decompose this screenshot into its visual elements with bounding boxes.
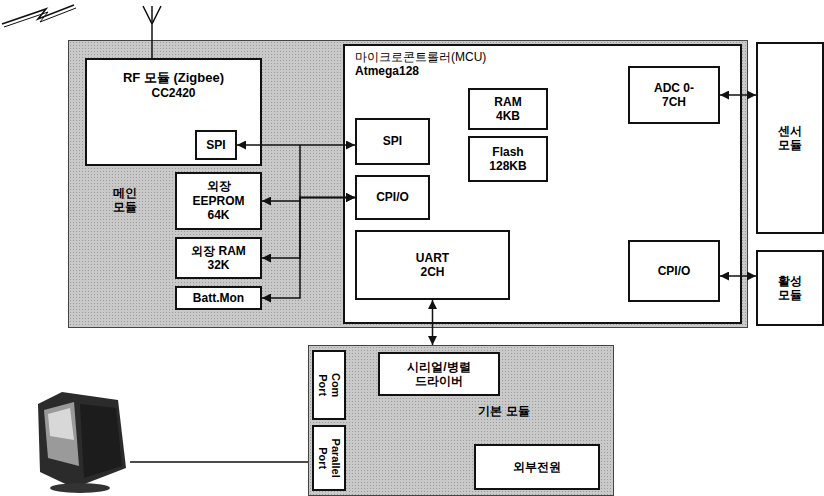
box-label: 활성 모듈 (774, 274, 805, 303)
port-box: CPI/O (628, 240, 720, 302)
box-label: 시리얼/병렬 드라이버 (401, 360, 477, 389)
mcu-box: 마이크로콘트롤러(MCU)Atmega128SPI RAM 4KB Flash 12… (343, 44, 742, 324)
wireless-symbol (4, 8, 76, 27)
module-box: 활성 모듈 (756, 250, 824, 326)
wireless-symbol (2, 5, 74, 24)
box-label: CPI/O (376, 190, 409, 204)
box-label: 마이크로콘트롤러(MCU) (355, 50, 730, 64)
power-box: 외부전원 (474, 444, 600, 490)
cable-line (130, 461, 308, 463)
box-label: 센서 모듈 (774, 124, 805, 153)
box-sublabel: Atmega128 (355, 64, 730, 78)
antenna-symbol (152, 6, 161, 24)
port-box: ADC 0-7CH (628, 66, 720, 124)
module-box: 센서 모듈 (756, 42, 824, 234)
port-box: SPI (355, 118, 430, 165)
bus-connector (432, 300, 434, 345)
box-label: 외부전원 (513, 460, 561, 474)
box-label: CPI/O (658, 264, 691, 278)
port-box: UART 2CH (355, 230, 510, 300)
box-label: 외장 EEPROM 64K (189, 179, 249, 222)
screen-glare (48, 408, 74, 440)
box-label: Parallel Port (316, 433, 342, 483)
antenna-symbol (151, 6, 153, 58)
bus-connector (262, 198, 355, 259)
box-label: Flash 128KB (484, 145, 532, 174)
driver-box: 시리얼/병렬 드라이버 (378, 352, 500, 396)
box-label: ADC 0-7CH (650, 81, 698, 110)
module-box: 메인 모듈 RF 모듈 (Zigbee)CC2420SPI 외장 EEPROM 64… (68, 40, 748, 328)
box-label: RF 모듈 (Zigbee) (91, 70, 256, 86)
bus-connector (237, 144, 355, 146)
box-label: UART 2CH (409, 251, 457, 280)
bus-connector (262, 198, 355, 299)
monitor-base (50, 483, 110, 493)
box-label: SPI (383, 134, 402, 148)
bus-connector (720, 94, 756, 96)
port-box: CPI/O (355, 175, 430, 220)
box-label: Com Port (316, 369, 342, 401)
antenna-symbol (143, 6, 152, 24)
module-box: 기본 모듈 Com Port 시리얼/병렬 드라이버 Parallel Port 외부전… (308, 345, 614, 496)
memory-box: 외장 EEPROM 64K (175, 172, 262, 230)
box-sublabel: CC2420 (91, 86, 256, 100)
monitor-box: Batt.Mon (175, 286, 262, 310)
port-box: Com Port (312, 350, 346, 420)
memory-box: RAM 4KB (468, 88, 548, 130)
port-box: Parallel Port (312, 425, 346, 491)
bus-line (299, 145, 301, 198)
monitor-screen (44, 402, 79, 466)
component-box: RF 모듈 (Zigbee)CC2420SPI (85, 58, 262, 166)
port-box: SPI (195, 130, 237, 160)
box-label: SPI (206, 138, 225, 152)
box-label: RAM 4KB (489, 95, 527, 124)
computer-illustration (38, 392, 126, 493)
box-label: 메인 모듈 (109, 186, 140, 215)
box-label: Batt.Mon (193, 291, 244, 305)
memory-box: 외장 RAM 32K (175, 237, 262, 279)
bus-connector (720, 275, 756, 277)
box-label: 기본 모듈 (395, 404, 613, 418)
monitor-body (38, 392, 126, 488)
box-label: 외장 RAM 32K (189, 244, 249, 273)
monitor-side (80, 404, 122, 478)
memory-box: Flash 128KB (468, 136, 548, 182)
